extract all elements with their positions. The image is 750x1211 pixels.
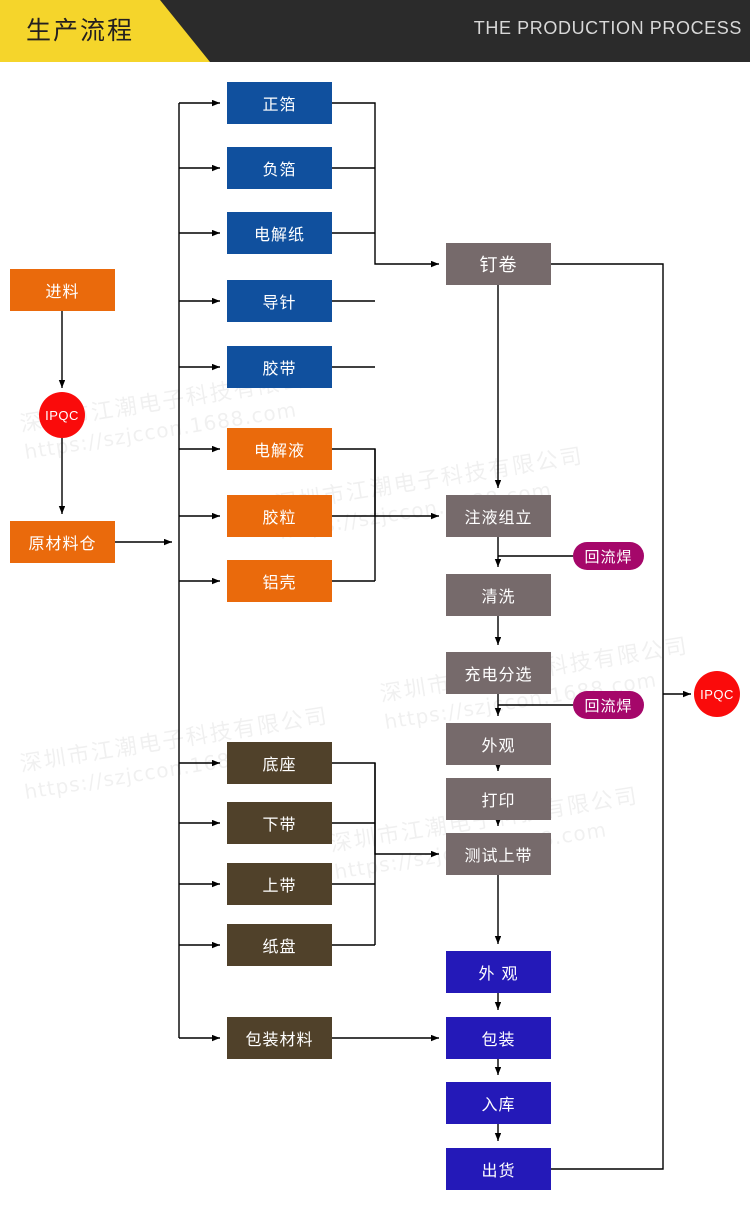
node-charging-sorting[interactable]: 充电分选 xyxy=(446,652,551,694)
node-bottom-tape[interactable]: 下带 xyxy=(227,802,332,844)
node-cathode-foil[interactable]: 负箔 xyxy=(227,147,332,189)
node-label: 胶粒 xyxy=(262,508,297,527)
node-label: 铝壳 xyxy=(262,573,297,592)
node-label: 打印 xyxy=(481,791,516,810)
node-filling-assembly[interactable]: 注液组立 xyxy=(446,495,551,537)
reflow-solder-badge-1[interactable]: 回流焊 xyxy=(573,542,644,570)
node-anode-foil[interactable]: 正箔 xyxy=(227,82,332,124)
reflow-solder-badge-2[interactable]: 回流焊 xyxy=(573,691,644,719)
node-label: 出货 xyxy=(481,1161,516,1180)
node-feed[interactable]: 进料 xyxy=(10,269,115,311)
node-label: 原材料仓 xyxy=(28,534,97,553)
node-label: 进料 xyxy=(45,282,80,301)
node-electrolyte[interactable]: 电解液 xyxy=(227,428,332,470)
node-appearance-check[interactable]: 外观 xyxy=(446,723,551,765)
ipqc-label: IPQC xyxy=(45,407,79,423)
node-label: 清洗 xyxy=(481,587,516,606)
node-label: 纸盘 xyxy=(262,937,297,956)
ipqc-outgoing-badge[interactable]: IPQC xyxy=(694,671,740,717)
node-label: 充电分选 xyxy=(464,665,533,684)
node-label: 包装 xyxy=(481,1030,516,1049)
node-lead-pin[interactable]: 导针 xyxy=(227,280,332,322)
node-aluminum-case[interactable]: 铝壳 xyxy=(227,560,332,602)
node-printing[interactable]: 打印 xyxy=(446,778,551,820)
node-label: 电解纸 xyxy=(253,225,305,244)
page-title: 生产流程 xyxy=(26,16,135,45)
node-packaging[interactable]: 包装 xyxy=(446,1017,551,1059)
node-label: 胶带 xyxy=(262,359,297,378)
node-label: 正箔 xyxy=(262,95,297,114)
badge-label: 回流焊 xyxy=(584,547,633,566)
page-subtitle: THE PRODUCTION PROCESS xyxy=(473,18,742,38)
node-packing-material[interactable]: 包装材料 xyxy=(227,1017,332,1059)
wire-right-return-rail xyxy=(551,263,664,1170)
node-base-seat[interactable]: 底座 xyxy=(227,742,332,784)
node-shipping[interactable]: 出货 xyxy=(446,1148,551,1190)
connector-wires xyxy=(58,99,691,1170)
node-rubber-plug[interactable]: 胶粒 xyxy=(227,495,332,537)
node-label: 导针 xyxy=(262,293,297,312)
node-paper-reel[interactable]: 纸盘 xyxy=(227,924,332,966)
node-label: 下带 xyxy=(262,815,297,834)
node-label: 入库 xyxy=(481,1095,516,1114)
page-header: 生产流程 THE PRODUCTION PROCESS xyxy=(0,0,750,62)
node-label: 外 观 xyxy=(478,964,519,983)
node-warehousing[interactable]: 入库 xyxy=(446,1082,551,1124)
node-electrolytic-paper[interactable]: 电解纸 xyxy=(227,212,332,254)
badge-label: 回流焊 xyxy=(584,696,633,715)
wire-brown-group-to-ceshishangdai xyxy=(332,762,439,858)
node-cleaning[interactable]: 清洗 xyxy=(446,574,551,616)
node-winding[interactable]: 钉卷 xyxy=(446,243,551,285)
ipqc-label: IPQC xyxy=(700,686,734,702)
node-label: 负箔 xyxy=(262,160,297,179)
ipqc-incoming-badge[interactable]: IPQC xyxy=(39,392,85,438)
node-test-taping[interactable]: 测试上带 xyxy=(446,833,551,875)
node-top-tape[interactable]: 上带 xyxy=(227,863,332,905)
node-label: 外观 xyxy=(481,736,516,755)
wire-orange-group-to-zhuyezuli xyxy=(332,448,439,520)
node-final-appearance[interactable]: 外 观 xyxy=(446,951,551,993)
node-label: 钉卷 xyxy=(479,255,518,276)
flowchart-canvas: 深圳市江潮电子科技有限公司 https://szjccon.1688.com 深… xyxy=(0,62,750,1211)
node-label: 包装材料 xyxy=(245,1030,314,1049)
node-label: 测试上带 xyxy=(464,846,533,865)
node-tape[interactable]: 胶带 xyxy=(227,346,332,388)
node-label: 注液组立 xyxy=(464,508,533,527)
node-label: 底座 xyxy=(262,755,297,774)
node-label: 上带 xyxy=(262,876,297,895)
node-label: 电解液 xyxy=(253,441,305,460)
wire-blue-group-to-dingjuan xyxy=(332,102,439,268)
node-raw-material-warehouse[interactable]: 原材料仓 xyxy=(10,521,115,563)
